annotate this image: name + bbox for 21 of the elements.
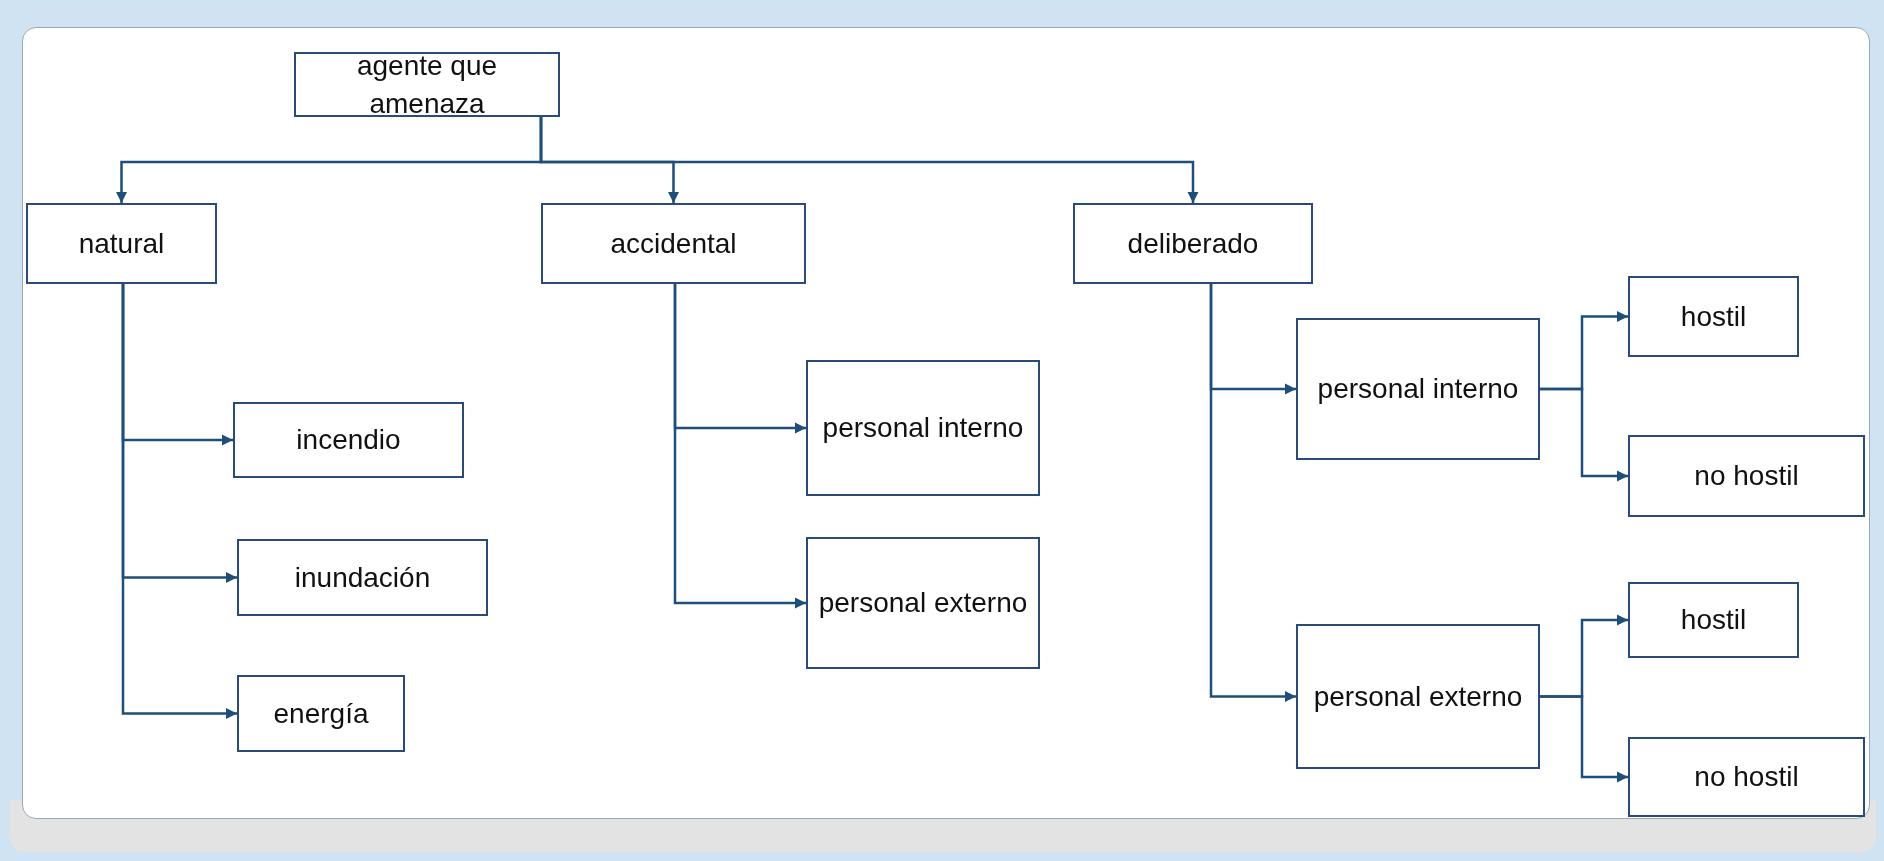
category-box: inundación — [237, 539, 488, 616]
category-box: accidental — [541, 203, 806, 284]
category-box: incendio — [233, 402, 464, 478]
connector-arrow — [673, 284, 806, 609]
category-box: agente que amenaza — [294, 52, 560, 117]
category-box: hostil — [1628, 582, 1799, 658]
category-box: energía — [237, 675, 405, 752]
category-box: personal externo — [806, 537, 1040, 669]
connector-arrow — [1540, 695, 1628, 783]
connector-arrow — [1540, 387, 1628, 482]
category-box: natural — [26, 203, 217, 284]
category-box: no hostil — [1628, 737, 1865, 817]
category-box: personal interno — [806, 360, 1040, 496]
category-box: personal externo — [1296, 624, 1540, 769]
connector-arrow — [539, 117, 1199, 203]
connector-arrow — [1209, 284, 1296, 703]
category-box: personal interno — [1296, 318, 1540, 460]
category-box: deliberado — [1073, 203, 1313, 284]
category-box: no hostil — [1628, 435, 1865, 517]
category-box: hostil — [1628, 276, 1799, 357]
connector-arrow — [121, 284, 237, 720]
